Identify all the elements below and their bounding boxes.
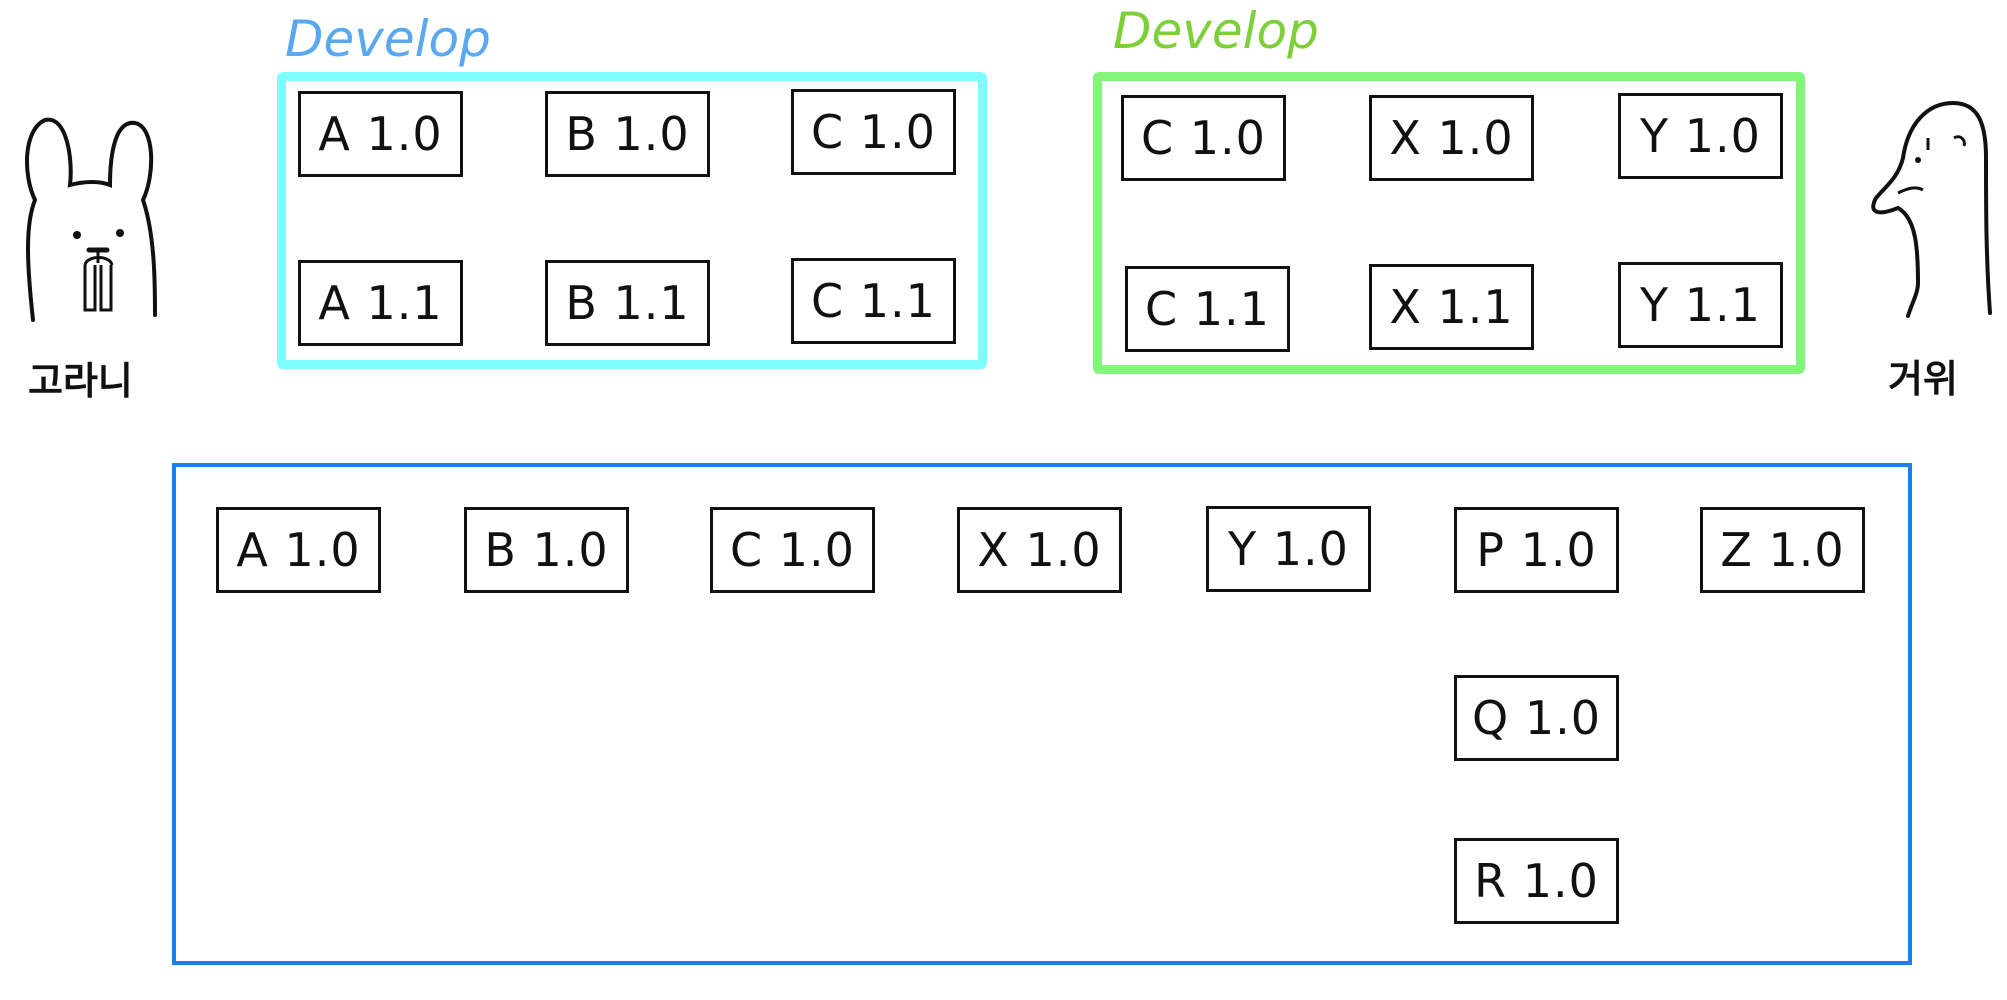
bottom-group-item: A 1.0 [216,507,381,593]
right-group-item: Y 1.1 [1618,262,1783,348]
bottom-group-item: P 1.0 [1454,507,1619,593]
right-character-name: 거위 [1888,357,1958,401]
left-group-item: A 1.0 [298,91,463,177]
bottom-group-item: C 1.0 [710,507,875,593]
right-group-item: C 1.0 [1121,95,1286,181]
left-group-item: C 1.1 [791,258,956,344]
right-group-item: X 1.0 [1369,95,1534,181]
right-group-item: C 1.1 [1125,266,1290,352]
left-group-title: Develop [285,10,491,68]
left-group-item: C 1.0 [791,89,956,175]
left-group-item: B 1.0 [545,91,710,177]
left-character-name: 고라니 [28,359,133,403]
bottom-group [172,463,1912,965]
bottom-group-item: X 1.0 [957,507,1122,593]
bottom-group-item: R 1.0 [1454,838,1619,924]
left-develop-group [277,72,987,369]
left-group-item: A 1.1 [298,260,463,346]
goose-icon [1871,100,1992,318]
left-group-item: B 1.1 [545,260,710,346]
bottom-group-item: B 1.0 [464,507,629,593]
rabbit-icon [25,117,157,322]
bottom-group-item: Q 1.0 [1454,675,1619,761]
right-develop-group [1093,72,1805,374]
right-group-item: Y 1.0 [1618,93,1783,179]
right-group-title: Develop [1113,2,1319,60]
bottom-group-item: Y 1.0 [1206,506,1371,592]
right-group-item: X 1.1 [1369,264,1534,350]
bottom-group-item: Z 1.0 [1700,507,1865,593]
